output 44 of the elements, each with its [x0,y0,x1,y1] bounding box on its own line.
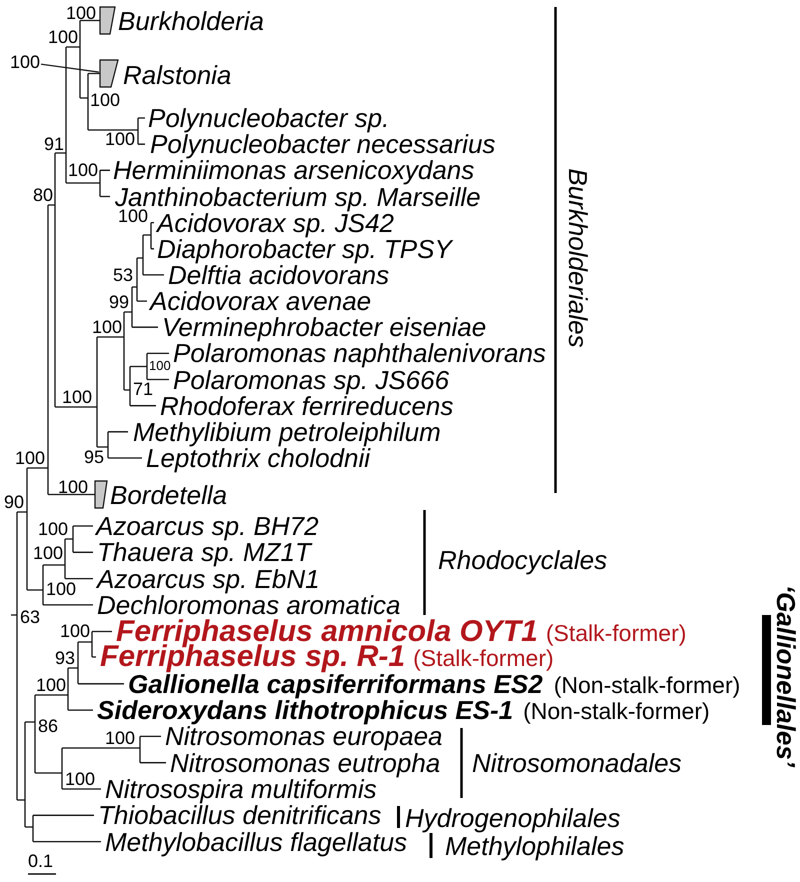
bootstrap-value: 100 [62,389,92,405]
bootstrap-value: 100 [68,162,98,178]
scale-label: 0.1 [28,853,54,869]
bootstrap-value: 100 [118,208,148,224]
taxon-name: Delftia acidovorans [168,264,390,286]
taxon-name: Bordetella [110,484,228,506]
bootstrap-value: 100 [66,5,96,21]
clade-name: ‘Gallionellales’ [775,584,797,768]
clade-name: Burkholderiales [567,168,589,348]
bootstrap-value: 100 [33,545,64,561]
bootstrap-value: 90 [4,494,24,510]
bootstrap-value: 63 [20,609,40,625]
taxon-name: Burkholderia [118,10,264,32]
bootstrap-value: 86 [38,718,58,734]
bootstrap-value: 100 [105,131,136,147]
bootstrap-value: 100 [65,771,96,787]
bootstrap-value: 100 [105,730,136,746]
bootstrap-value: 100 [15,450,46,466]
bootstrap-value: 100 [10,54,40,70]
bootstrap-value: 53 [113,267,134,283]
bootstrap-value: 100 [60,623,90,639]
taxon-name: Thiobacillus denitrificans [98,804,382,826]
bootstrap-value: 80 [33,187,54,203]
bootstrap-value: 100 [38,521,68,537]
phenotype-note: (Non-stalk-former) [523,701,710,722]
taxon-name: Dechloromonas aromatica [97,594,400,616]
taxon-name: Acidovorax avenae [150,290,372,312]
bootstrap-value: 71 [133,381,154,397]
bootstrap-value: 100 [58,479,88,495]
bootstrap-value: 91 [44,136,64,152]
bootstrap-value: 99 [109,294,130,310]
leader-line [40,64,100,73]
taxon-name: Ralstonia [123,64,232,86]
bootstrap-value: 100 [36,677,66,693]
bootstrap-value: 100 [92,319,122,335]
collapsed-clade-icon [99,59,119,88]
bootstrap-value: 100 [149,360,171,372]
bootstrap-value: 95 [84,449,104,465]
bootstrap-value: 100 [46,581,76,597]
bootstrap-value: 100 [90,92,120,108]
clade-name: Nitrosomonadales [472,752,682,774]
bootstrap-value: 93 [55,650,76,666]
bootstrap-value: 100 [48,29,78,45]
taxon-name: Rhodoferax ferrireducens [160,394,454,417]
